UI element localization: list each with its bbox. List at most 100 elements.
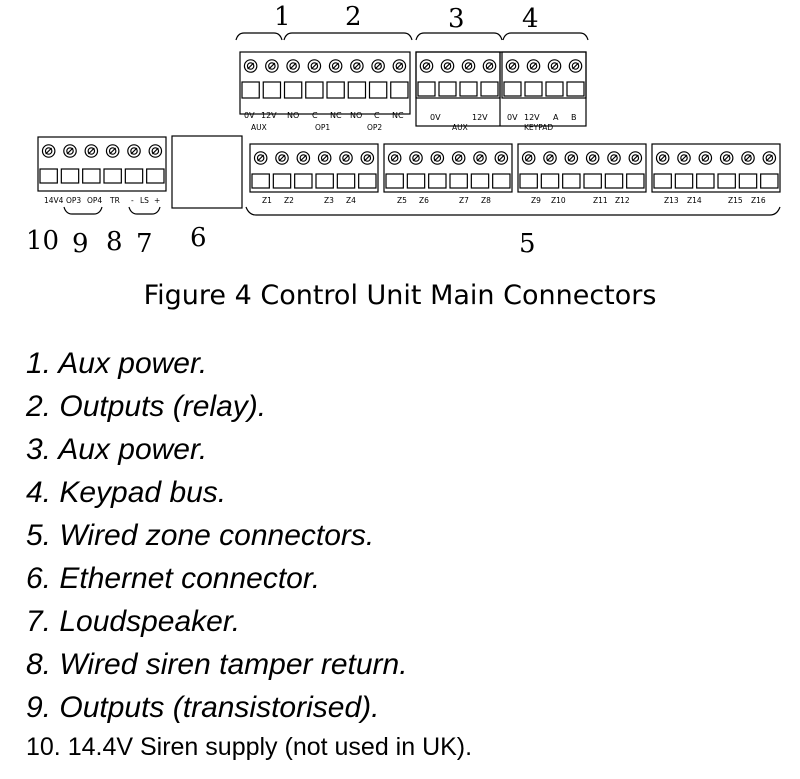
terminal-screw	[392, 59, 407, 73]
terminal-screw	[494, 151, 509, 165]
zone-label: Z2	[284, 196, 294, 205]
terminal-slot	[241, 81, 260, 99]
terminal-screw-inner	[550, 62, 559, 70]
terminal-slot	[336, 173, 356, 189]
keypad-block-labels: 0V 12V A B KEYPAD	[507, 113, 577, 132]
terminal-screw	[543, 151, 557, 165]
zone-label: Z9	[531, 196, 541, 205]
terminal-screw-slot	[530, 62, 537, 70]
terminal-screw	[698, 151, 713, 165]
terminal-slot	[305, 81, 324, 99]
terminal-slot	[717, 173, 736, 189]
terminal-screw-inner	[44, 147, 53, 155]
zone-label: Z11	[593, 196, 608, 205]
bracket-7	[128, 206, 161, 215]
terminal-screw-inner	[567, 154, 576, 162]
terminal-screw	[253, 151, 268, 165]
terminal-screw-slot	[433, 154, 441, 162]
terminal-screw-slot	[412, 154, 420, 162]
terminal-screw-slot	[509, 62, 516, 70]
connector-diagram: 0V 12V NO C NC NO C NC AUX OP1 OP2 0V 12…	[26, 2, 781, 259]
terminal-screw	[41, 144, 56, 158]
terminal-slot	[368, 81, 388, 99]
terminal-screw-slot	[395, 62, 403, 70]
terminal-block-zones-13-16	[651, 143, 781, 193]
terminal-label: C	[374, 111, 380, 120]
terminal-screw-slot	[659, 154, 667, 162]
terminal-label: 0V	[507, 113, 518, 122]
terminal-screw-inner	[422, 62, 431, 70]
ethernet-connector	[171, 135, 243, 209]
terminal-screw-slot	[289, 62, 297, 70]
legend-item: 8. Wired siren tamper return.	[26, 648, 408, 681]
legend-list: 1. Aux power. 2. Outputs (relay). 3. Aux…	[26, 342, 472, 765]
terminal-screw-inner	[433, 154, 442, 162]
bracket-9	[63, 206, 103, 215]
terminal-screw	[265, 59, 279, 73]
terminal-slot	[428, 173, 447, 189]
callout-4: 4	[522, 4, 539, 34]
legend-item: 3. Aux power.	[26, 433, 208, 466]
terminal-screw	[719, 151, 734, 165]
terminal-screw-inner	[571, 62, 580, 70]
terminal-screw-slot	[332, 62, 340, 70]
terminal-slot	[417, 81, 436, 97]
terminal-screw-slot	[631, 154, 639, 162]
terminal-screw	[461, 59, 476, 73]
terminal-screw-inner	[701, 154, 710, 162]
terminal-screw-inner	[87, 147, 96, 155]
terminal-slot	[524, 81, 543, 97]
terminal-screw-slot	[374, 62, 382, 70]
terminal-screw-slot	[680, 154, 688, 162]
terminal-block-aux	[415, 51, 501, 99]
terminal-screw	[360, 151, 375, 165]
callout-7: 7	[136, 229, 153, 259]
terminal-slot	[480, 81, 499, 97]
terminal-label: 12V	[472, 113, 488, 122]
terminal-label: 12V	[524, 113, 540, 122]
zone-label: Z12	[615, 196, 630, 205]
terminal-slot	[124, 168, 144, 184]
terminal-screw	[307, 59, 322, 73]
terminal-screw-inner	[631, 154, 640, 162]
terminal-screw-inner	[256, 154, 265, 162]
terminal-slot	[294, 173, 313, 189]
terminal-label: NC	[330, 111, 342, 120]
terminal-screw	[451, 151, 466, 165]
terminal-screw-slot	[130, 147, 138, 155]
terminal-screw-slot	[423, 62, 430, 70]
terminal-screw-slot	[525, 154, 533, 162]
terminal-screw-inner	[246, 62, 255, 70]
terminal-screw-slot	[572, 62, 579, 70]
terminal-screw-inner	[299, 154, 308, 162]
zone-label: Z1	[262, 196, 272, 205]
terminal-screw-inner	[476, 154, 484, 162]
terminal-slot	[653, 173, 672, 189]
terminal-slot	[347, 81, 367, 99]
terminal-label: +	[154, 196, 160, 205]
zone-label: Z7	[459, 196, 469, 205]
terminal-screw-slot	[567, 154, 575, 162]
terminal-screw-inner	[130, 147, 138, 155]
group-label-aux: AUX	[452, 123, 468, 132]
terminal-screw	[568, 59, 583, 73]
terminal-screw-slot	[87, 147, 95, 155]
terminal-slot	[503, 81, 522, 97]
terminal-screw	[526, 59, 541, 73]
terminal-screw-slot	[109, 147, 117, 155]
terminal-screw	[655, 151, 670, 165]
terminal-screw	[430, 151, 445, 165]
terminal-slot	[358, 173, 377, 189]
terminal-label: C	[312, 111, 318, 120]
terminal-block-aux-outputs	[239, 51, 411, 115]
terminal-blocks	[37, 51, 781, 209]
terminal-slot	[604, 173, 624, 189]
group-label-aux: AUX	[251, 123, 267, 132]
group-label-op1: OP1	[315, 123, 330, 132]
terminal-screw-slot	[551, 62, 558, 70]
terminal-slot	[545, 81, 564, 97]
terminal-screw-inner	[680, 154, 688, 162]
terminal-label: -	[131, 196, 134, 205]
terminal-screw	[317, 151, 332, 165]
terminal-label: NO	[287, 111, 299, 120]
